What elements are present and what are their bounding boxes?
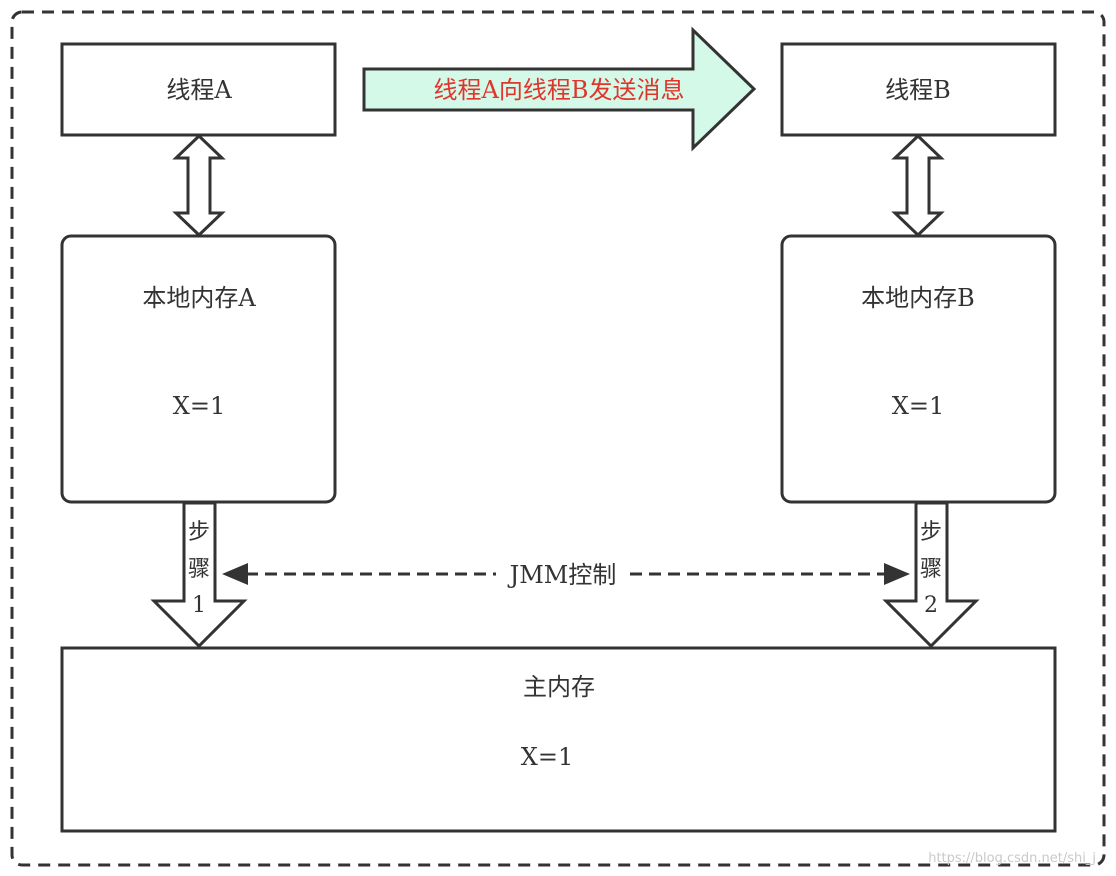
outer-dashed-frame — [10, 10, 1106, 867]
double-arrow-thread-b-local-b — [891, 133, 945, 238]
main-memory-node: 主内存 X=1 — [60, 646, 1057, 833]
double-arrow-thread-a-local-a — [172, 133, 226, 238]
local-memory-a-title: 本地内存A — [142, 284, 256, 312]
step-2-label-line2: 骤 — [920, 557, 942, 582]
step-1-label-line2: 骤 — [188, 557, 210, 582]
local-memory-a-box — [60, 234, 337, 504]
thread-a-label: 线程A — [166, 76, 232, 104]
thread-b-node: 线程B — [780, 42, 1057, 137]
step-2-arrow-shape — [882, 501, 980, 649]
step-1-label-line3: 1 — [192, 593, 206, 618]
thread-b-label: 线程B — [885, 76, 951, 104]
local-memory-b-title: 本地内存B — [861, 284, 975, 312]
main-memory-value: X=1 — [521, 743, 573, 771]
local-memory-b-value: X=1 — [892, 392, 944, 420]
thread-a-node: 线程A — [60, 42, 337, 137]
local-memory-a-node: 本地内存A X=1 — [60, 234, 337, 504]
jmm-arrowhead-right — [884, 563, 910, 585]
step-2-arrow: 步 骤 2 — [882, 501, 980, 649]
thread-a-box — [60, 42, 337, 137]
message-arrow-label: 线程A向线程B发送消息 — [434, 76, 685, 104]
step-2-label-line1: 步 — [920, 520, 942, 545]
local-memory-a-value: X=1 — [173, 392, 225, 420]
watermark-url: https://blog.csdn.net/shi_j — [928, 851, 1096, 866]
jmm-control-label: JMM控制 — [507, 561, 617, 589]
main-memory-box — [60, 646, 1057, 833]
step-1-arrow-shape — [150, 501, 248, 649]
thread-b-box — [780, 42, 1057, 137]
step-2-label-line3: 2 — [924, 593, 938, 618]
jmm-control-connector: JMM控制 — [222, 561, 910, 589]
message-arrow-shape — [362, 26, 757, 152]
local-memory-b-node: 本地内存B X=1 — [780, 234, 1057, 504]
message-arrow: 线程A向线程B发送消息 — [362, 26, 757, 152]
jmm-arrowhead-left — [222, 563, 248, 585]
step-1-label-line1: 步 — [188, 520, 210, 545]
step-1-arrow: 步 骤 1 — [150, 501, 248, 649]
main-memory-title: 主内存 — [523, 673, 595, 701]
local-memory-b-box — [780, 234, 1057, 504]
